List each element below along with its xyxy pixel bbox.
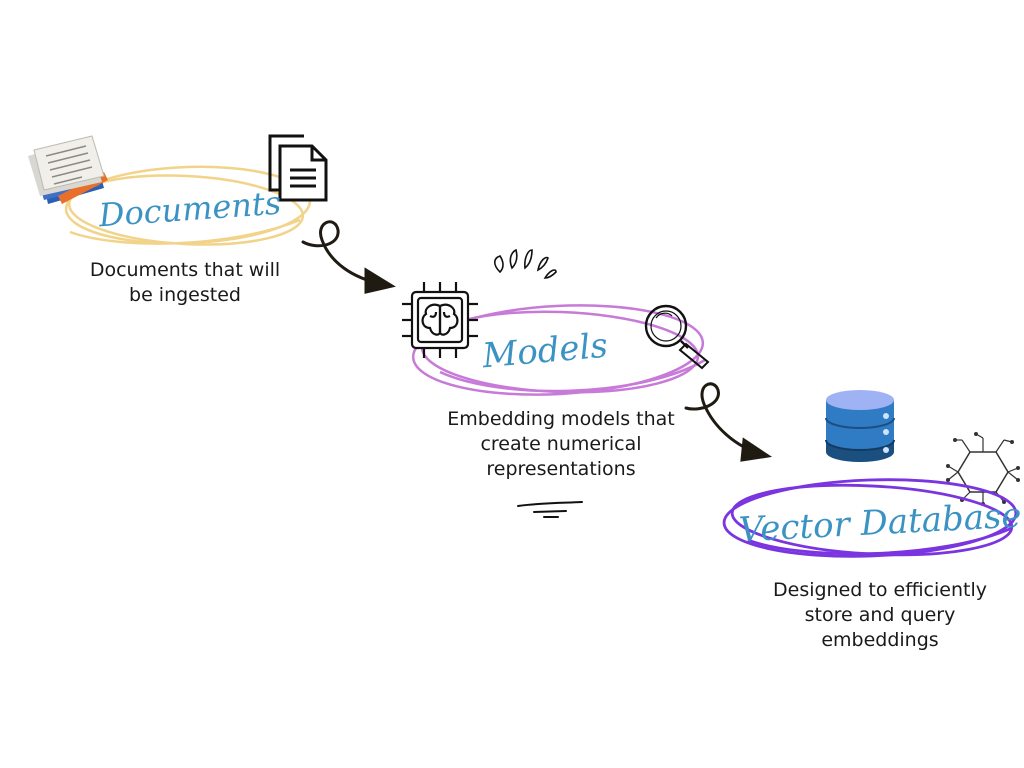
paper-stack-icon xyxy=(28,135,108,204)
models-description-line: create numerical xyxy=(480,433,642,455)
underline-mark xyxy=(517,501,583,518)
database-icon xyxy=(825,390,895,462)
documents-title: Documents xyxy=(97,184,283,235)
brain-chip-icon xyxy=(402,282,478,358)
magnifying-glass-icon xyxy=(644,304,710,370)
vector-database-description-line: embeddings xyxy=(821,629,939,651)
documents-description-line: Documents that will xyxy=(89,259,281,281)
network-hexagon-icon xyxy=(946,432,1020,506)
document-copy-icon xyxy=(268,134,328,202)
vector-database-description: Designed to efficiently store and query … xyxy=(745,578,1015,653)
documents-description-line: be ingested xyxy=(129,284,241,306)
models-description-line: representations xyxy=(486,458,636,480)
models-title: Models xyxy=(480,326,610,377)
arrow-models-to-vector xyxy=(684,382,773,462)
arrow-documents-to-models xyxy=(301,220,396,294)
vector-database-description-line: Designed to efficiently xyxy=(773,579,987,601)
vector-database-ring xyxy=(722,478,1018,558)
documents-description: Documents that will be ingested xyxy=(60,258,310,308)
vector-database-description-line: store and query xyxy=(804,604,956,626)
burst-icon xyxy=(493,248,557,279)
models-description: Embedding models that create numerical r… xyxy=(420,407,702,482)
vector-database-title: Vector Database xyxy=(738,496,1023,551)
models-description-line: Embedding models that xyxy=(447,408,675,430)
